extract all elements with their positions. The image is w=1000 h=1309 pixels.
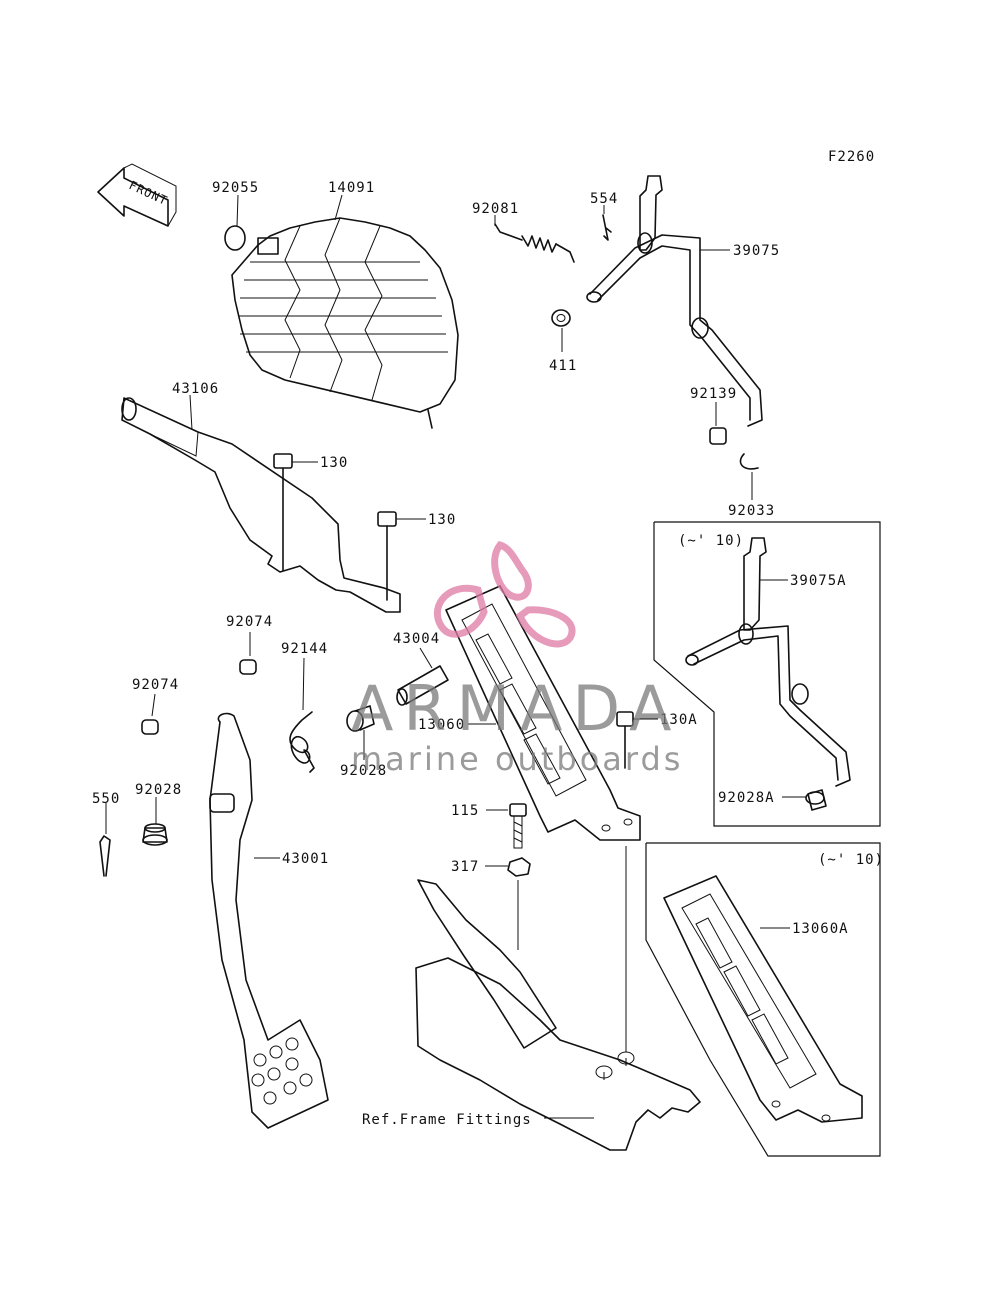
pad-13060A	[663, 875, 863, 1123]
clip-92033	[739, 453, 759, 500]
front-label: FRONT	[127, 178, 170, 208]
spring-92081	[494, 215, 575, 263]
label-317: 317	[451, 859, 479, 875]
label-43004: 43004	[393, 631, 440, 647]
cap-92074-lower	[141, 693, 159, 735]
watermark-tagline: marine outboards	[351, 740, 683, 778]
cap-92074-upper	[239, 632, 257, 675]
label-43106: 43106	[172, 381, 219, 397]
cotter-pin-550	[99, 803, 111, 877]
label-130-upper: 130	[320, 455, 348, 471]
label-130A: 130A	[660, 712, 698, 728]
label-39075: 39075	[733, 243, 780, 259]
watermark-logo: ARMADA marine outboards	[351, 540, 683, 778]
label-13060: 13060	[418, 717, 465, 733]
bushing-92028A	[782, 789, 827, 811]
frame-fittings	[415, 846, 701, 1151]
label-115: 115	[451, 803, 479, 819]
handle-43106	[121, 394, 401, 613]
label-14091: 14091	[328, 180, 375, 196]
bolt-130A	[616, 711, 658, 769]
nut-317	[485, 857, 531, 877]
inset-note-upper: (~' 10)	[678, 533, 744, 549]
watermark-brand: ARMADA	[351, 672, 681, 745]
bolt-130-upper	[273, 453, 318, 571]
inset-box-lower	[645, 842, 881, 1157]
spring-92144	[289, 657, 315, 773]
label-92028-lower: 92028	[135, 782, 182, 798]
bolt-115	[486, 803, 527, 849]
bushing-92028-upper	[346, 705, 375, 760]
inset-note-lower: (~' 10)	[818, 852, 884, 868]
label-13060A: 13060A	[792, 921, 849, 937]
label-92028A: 92028A	[718, 790, 775, 806]
label-92074-upper: 92074	[226, 614, 273, 630]
washer-411	[551, 309, 571, 352]
diagram-code: F2260	[828, 149, 875, 165]
bushing-92139	[709, 402, 727, 445]
label-92081: 92081	[472, 201, 519, 217]
bushing-92028-lower	[142, 797, 168, 846]
lever-39075	[586, 175, 763, 427]
propeller-icon	[433, 540, 576, 648]
label-92139: 92139	[690, 386, 737, 402]
label-92055: 92055	[212, 180, 259, 196]
label-411: 411	[549, 358, 577, 374]
pedal-arm-43001	[209, 712, 329, 1129]
label-92033: 92033	[728, 503, 775, 519]
label-550: 550	[92, 791, 120, 807]
bolt-130-lower	[377, 511, 426, 601]
label-92074-lower: 92074	[132, 677, 179, 693]
label-39075A: 39075A	[790, 573, 847, 589]
front-arrow-icon: FRONT	[97, 163, 177, 227]
label-92144: 92144	[281, 641, 328, 657]
o-ring-92055	[224, 194, 246, 251]
label-554: 554	[590, 191, 618, 207]
inset-box-upper	[653, 521, 881, 827]
pin-554	[602, 205, 612, 241]
boot-14091	[231, 194, 459, 429]
label-130-lower: 130	[428, 512, 456, 528]
label-ref-frame: Ref.Frame Fittings	[362, 1112, 532, 1128]
shaft-43004	[396, 647, 449, 706]
label-43001: 43001	[282, 851, 329, 867]
lever-39075A	[685, 537, 851, 787]
label-92028-upper: 92028	[340, 763, 387, 779]
